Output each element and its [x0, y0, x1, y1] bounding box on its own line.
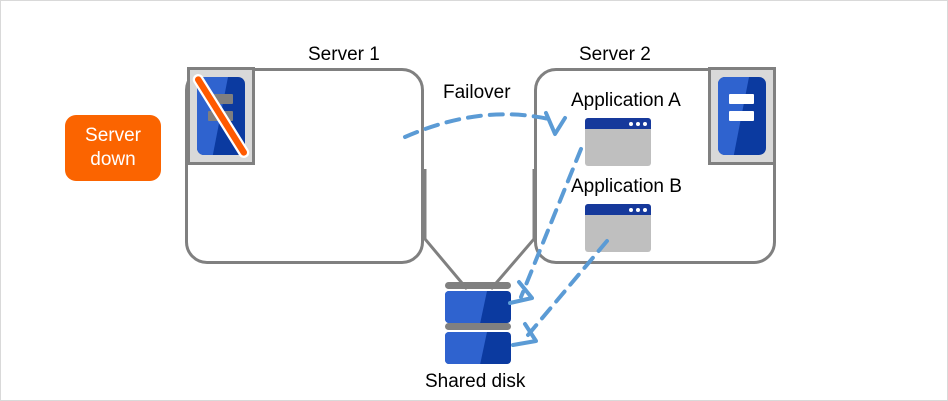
- window-dot-icon: [629, 121, 633, 126]
- application-b-label: Application B: [571, 176, 682, 197]
- server-chassis: [718, 77, 766, 155]
- server-led-bar: [728, 94, 755, 105]
- status-badge-server-down: Server down: [65, 115, 161, 181]
- window-dot-icon: [643, 207, 647, 212]
- disk-body: [445, 291, 511, 323]
- window-titlebar: [585, 118, 651, 129]
- disk-body: [445, 332, 511, 364]
- window-dot-icon: [636, 121, 640, 126]
- disk-cap: [445, 323, 511, 330]
- application-a-label: Application A: [571, 90, 681, 111]
- failover-label: Failover: [443, 82, 511, 103]
- window-dot-icon: [629, 207, 633, 212]
- server-led-bar: [207, 111, 234, 122]
- server-led-bar: [207, 94, 234, 105]
- application-window-icon: [585, 118, 651, 166]
- status-badge-line1: Server: [85, 124, 141, 146]
- shared-disk-label: Shared disk: [425, 371, 526, 392]
- server1-title: Server 1: [308, 44, 380, 65]
- status-badge-line2: down: [90, 149, 136, 170]
- window-dot-icon: [636, 207, 640, 212]
- server-led-bar: [728, 111, 755, 122]
- server-down-icon: [187, 67, 255, 165]
- server-ok-icon: [708, 67, 776, 165]
- application-window-icon: [585, 204, 651, 252]
- server2-title: Server 2: [579, 44, 651, 65]
- server-chassis: [197, 77, 245, 155]
- window-titlebar: [585, 204, 651, 215]
- disk-cap: [445, 282, 511, 289]
- window-dot-icon: [643, 121, 647, 126]
